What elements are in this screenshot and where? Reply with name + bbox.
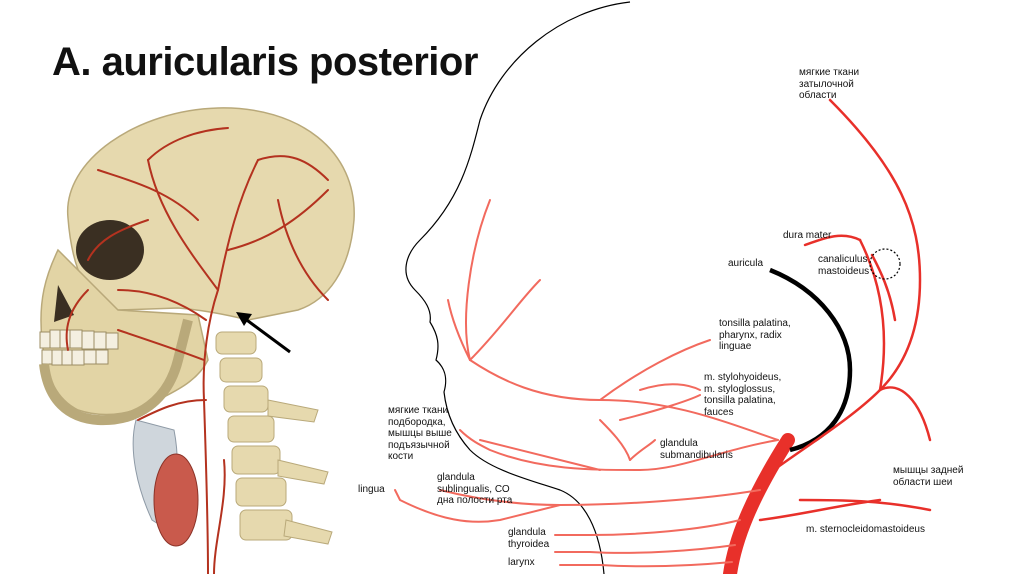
label-neck-back: мышцы задней области шеи xyxy=(893,465,964,488)
label-auricula: auricula xyxy=(728,258,764,269)
label-thyroidea: glandula thyroidea xyxy=(508,527,550,550)
slide-title: A. auricularis posterior xyxy=(52,40,478,84)
cervical-spine xyxy=(215,331,333,545)
label-dura-mater: dura mater xyxy=(783,230,832,241)
label-chin: мягкие ткани подбородка, мышцы выше подъ… xyxy=(388,405,452,462)
posterior-auricular-highlight xyxy=(769,267,853,453)
label-occipital-soft-tissue: мягкие ткани затылочной области xyxy=(799,67,860,101)
dotted-circle-icon xyxy=(869,248,901,280)
label-sublingualis: glandula sublingualis, СО дна полости рт… xyxy=(437,472,513,506)
label-submandibularis: glandula submandibularis xyxy=(660,438,733,461)
skull-arteries xyxy=(65,127,329,574)
occipital-branches xyxy=(758,98,932,522)
mandible-shape xyxy=(39,318,193,426)
label-larynx: larynx xyxy=(508,557,535,568)
head-outline xyxy=(405,1,631,574)
teeth xyxy=(39,329,119,366)
label-stylohyoideus: m. stylohyoideus, m. styloglossus, tonsi… xyxy=(704,372,782,418)
nasal-shape xyxy=(54,285,74,322)
thyroid-shape xyxy=(153,453,199,547)
label-tonsilla-pharynx: tonsilla palatina, pharynx, radix lingua… xyxy=(719,318,791,352)
main-artery-trunk xyxy=(723,433,795,574)
label-lingua: lingua xyxy=(358,484,385,495)
label-canaliculus: canaliculus mastoideus xyxy=(818,254,870,277)
skull-illustration xyxy=(39,107,355,574)
orbit-shape xyxy=(76,220,144,280)
face-branches xyxy=(394,199,779,568)
label-scm: m. sternocleidomastoideus xyxy=(806,524,925,535)
arrow-icon xyxy=(236,312,291,354)
